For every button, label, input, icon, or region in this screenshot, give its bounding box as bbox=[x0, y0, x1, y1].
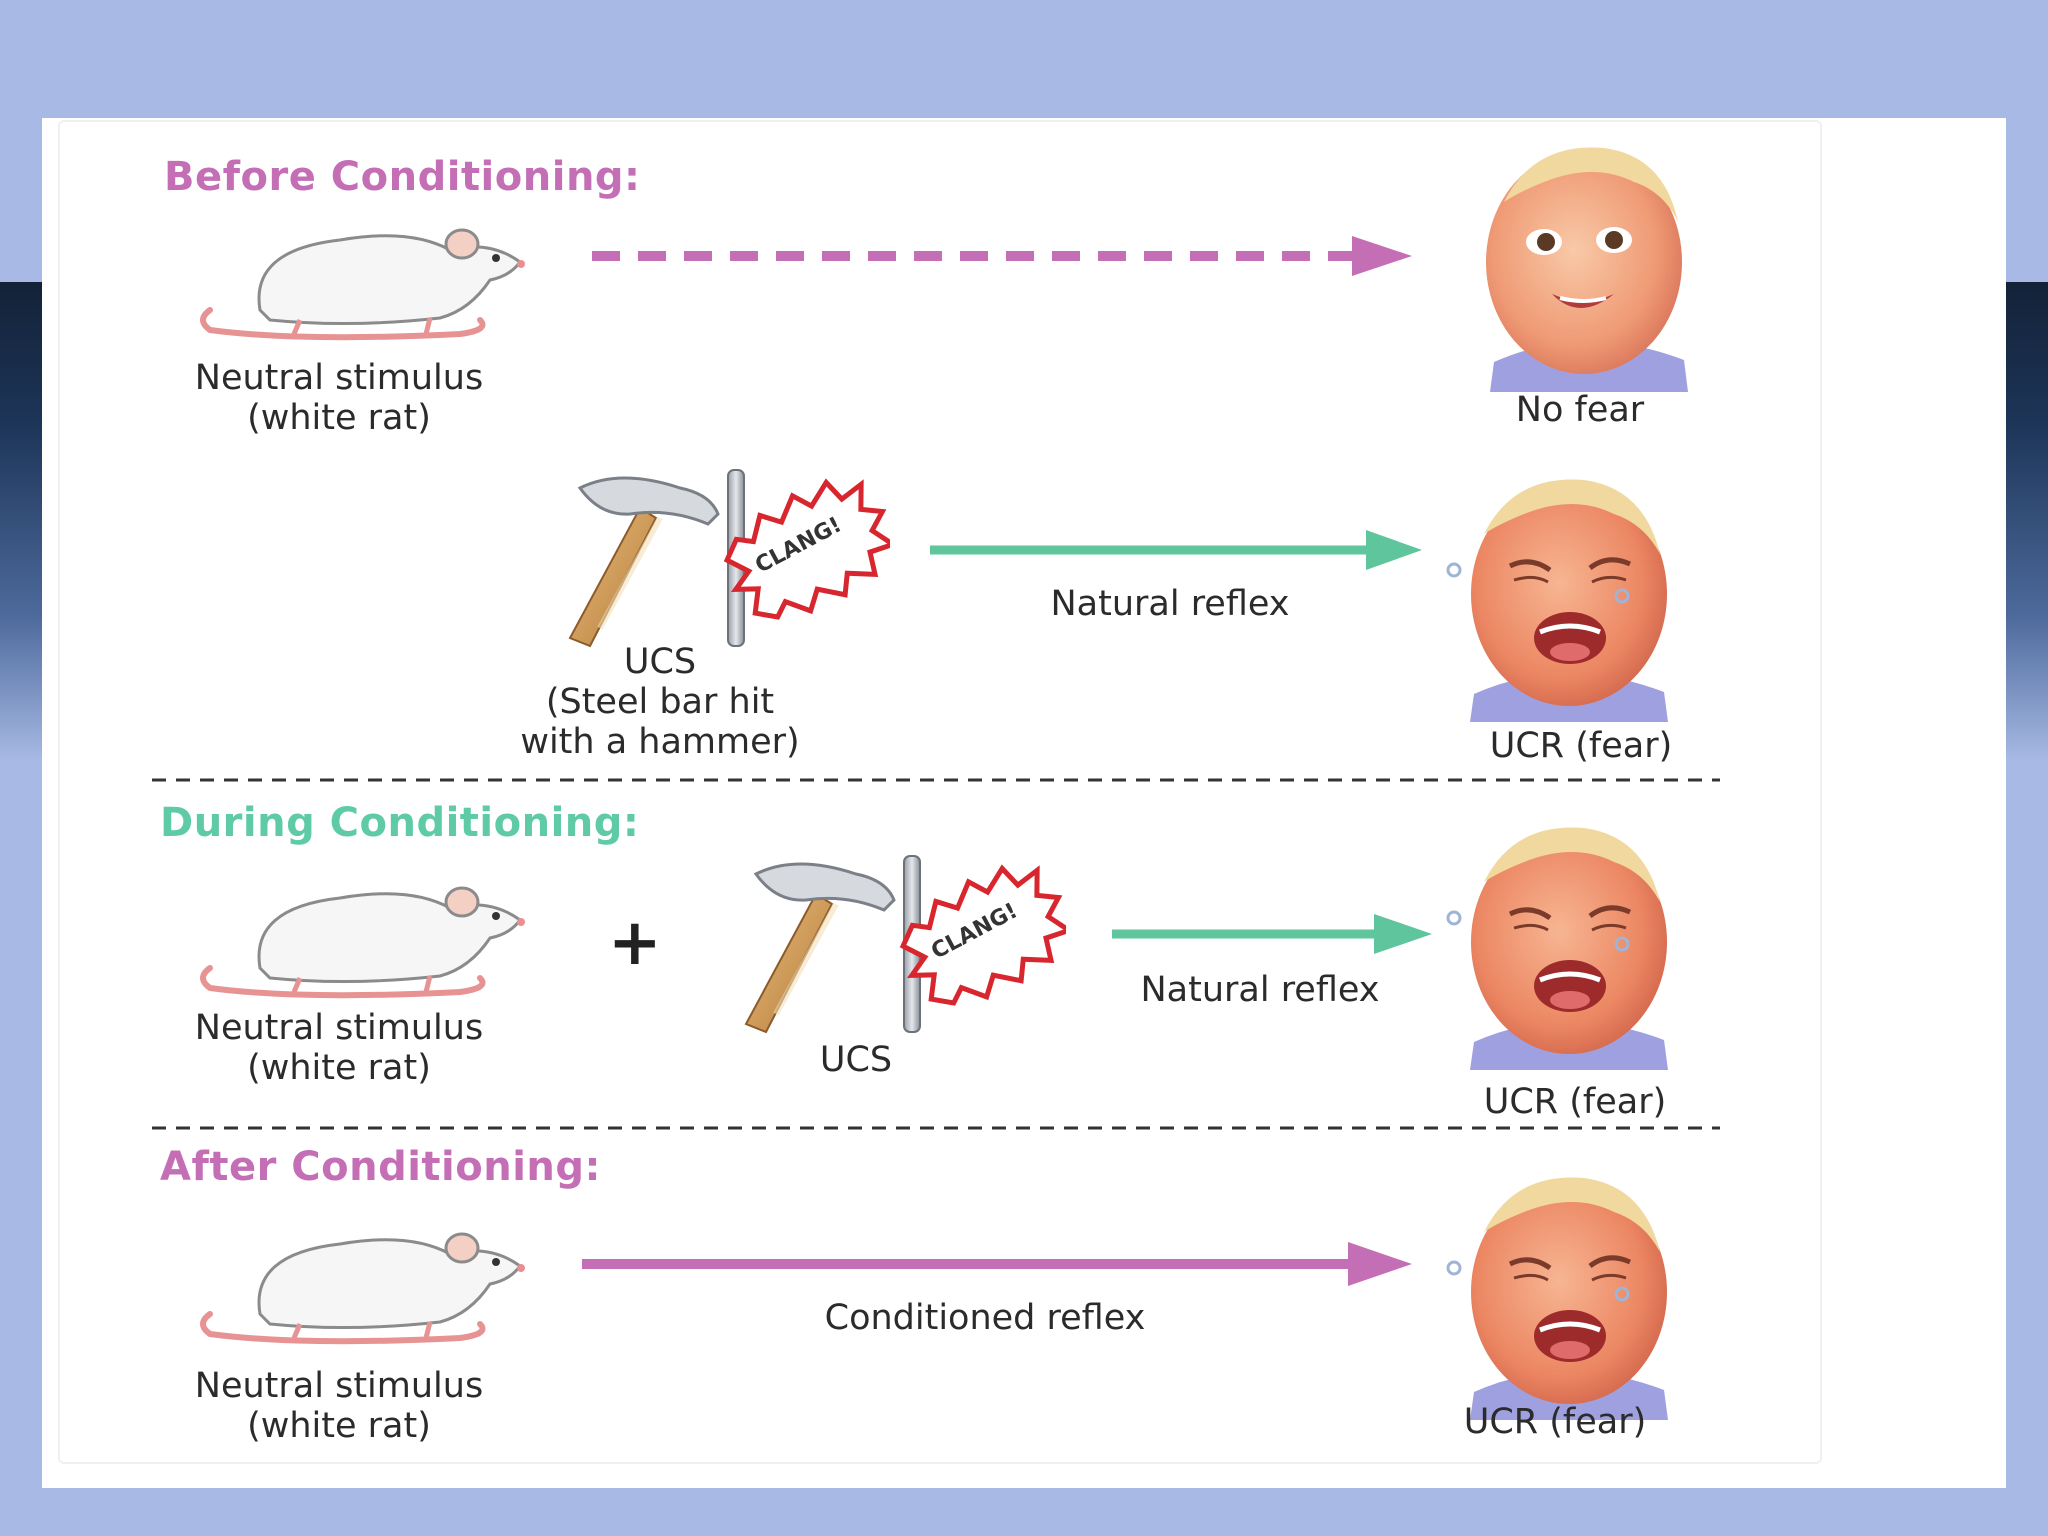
white-rat-icon bbox=[203, 888, 525, 995]
during-conditioning-title: During Conditioning: bbox=[160, 800, 640, 846]
ucr-label: UCR (fear) bbox=[1463, 1402, 1647, 1442]
hammer-steel-bar-icon bbox=[570, 462, 909, 646]
conditioned-reflex-label: Conditioned reflex bbox=[824, 1298, 1146, 1338]
rat-label: (white rat) bbox=[247, 398, 431, 438]
left-decor-band bbox=[0, 282, 42, 760]
ucs-label: UCS bbox=[819, 1040, 893, 1080]
rat-label: Neutral stimulus bbox=[194, 1008, 484, 1048]
crying-baby-face-icon bbox=[1448, 827, 1668, 1070]
ucs-label: UCS bbox=[623, 642, 697, 682]
white-rat-icon bbox=[203, 230, 525, 337]
crying-baby-face-icon bbox=[1448, 1177, 1668, 1420]
hammer-steel-bar-icon bbox=[746, 848, 1085, 1032]
arrow-icon bbox=[1374, 914, 1432, 954]
ucr-label: UCR (fear) bbox=[1483, 1082, 1667, 1122]
after-conditioning-title: After Conditioning: bbox=[160, 1144, 602, 1190]
arrow-icon bbox=[1366, 530, 1422, 570]
rat-label: (white rat) bbox=[247, 1406, 431, 1446]
natural-reflex-label: Natural reflex bbox=[1140, 970, 1380, 1010]
white-rat-icon bbox=[203, 1234, 525, 1341]
rat-label: (white rat) bbox=[247, 1048, 431, 1088]
calm-baby-face-icon bbox=[1484, 145, 1690, 392]
right-decor-band bbox=[2006, 282, 2048, 760]
no-fear-label: No fear bbox=[1515, 390, 1645, 430]
before-conditioning-title: Before Conditioning: bbox=[164, 154, 641, 200]
rat-label: Neutral stimulus bbox=[194, 1366, 484, 1406]
ucr-label: UCR (fear) bbox=[1489, 726, 1673, 766]
crying-baby-face-icon bbox=[1448, 479, 1668, 722]
ucs-label: with a hammer) bbox=[520, 722, 800, 762]
ucs-label: (Steel bar hit bbox=[545, 682, 775, 722]
arrow-icon bbox=[1348, 1242, 1412, 1286]
natural-reflex-label: Natural reflex bbox=[1050, 584, 1290, 624]
plus-icon: + bbox=[608, 906, 662, 980]
arrow-icon bbox=[1352, 236, 1412, 276]
rat-label: Neutral stimulus bbox=[194, 358, 484, 398]
